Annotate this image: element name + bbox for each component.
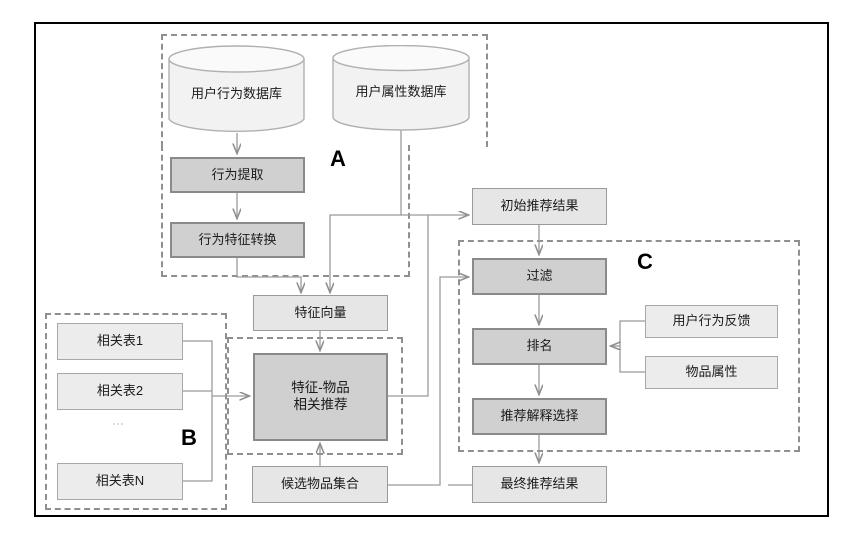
node-initial-recommend-result[interactable]: 初始推荐结果 (472, 188, 607, 225)
node-feature-vector[interactable]: 特征向量 (253, 295, 388, 331)
node-filter[interactable]: 过滤 (472, 258, 607, 295)
cylinder-shape (332, 44, 470, 131)
node-behavior-extraction[interactable]: 行为提取 (170, 157, 305, 193)
node-feature-item-recommend-line2: 相关推荐 (293, 397, 348, 412)
node-relation-table-1[interactable]: 相关表1 (57, 323, 183, 360)
node-feature-item-recommend-line1: 特征-物品 (291, 380, 350, 396)
group-a-region (161, 34, 488, 147)
node-item-attribute[interactable]: 物品属性 (645, 356, 778, 389)
group-a-label: A (330, 146, 346, 171)
node-ranking[interactable]: 排名 (472, 328, 607, 365)
node-feature-item-recommend[interactable]: 特征-物品 相关推荐 (253, 353, 388, 441)
relation-table-ellipsis: ⋮ (111, 418, 125, 430)
node-relation-table-2[interactable]: 相关表2 (57, 373, 183, 410)
cylinder-shape (168, 45, 305, 132)
user-attribute-db-label: 用户属性数据库 (355, 84, 447, 99)
user-attribute-db: 用户属性数据库 (332, 44, 470, 131)
node-relation-table-n[interactable]: 相关表N (57, 463, 183, 500)
node-candidate-item-set[interactable]: 候选物品集合 (252, 466, 388, 503)
user-behavior-db-label: 用户行为数据库 (190, 86, 282, 101)
group-b-label: B (181, 425, 197, 450)
node-behavior-feature-transform[interactable]: 行为特征转换 (170, 222, 305, 258)
node-recommend-explanation-selection[interactable]: 推荐解释选择 (472, 398, 607, 435)
group-b-region (45, 313, 227, 510)
node-user-behavior-feedback[interactable]: 用户行为反馈 (645, 305, 778, 338)
group-c-label: C (637, 249, 653, 274)
node-final-recommend-result[interactable]: 最终推荐结果 (472, 466, 607, 503)
user-behavior-db: 用户行为数据库 (168, 45, 305, 133)
